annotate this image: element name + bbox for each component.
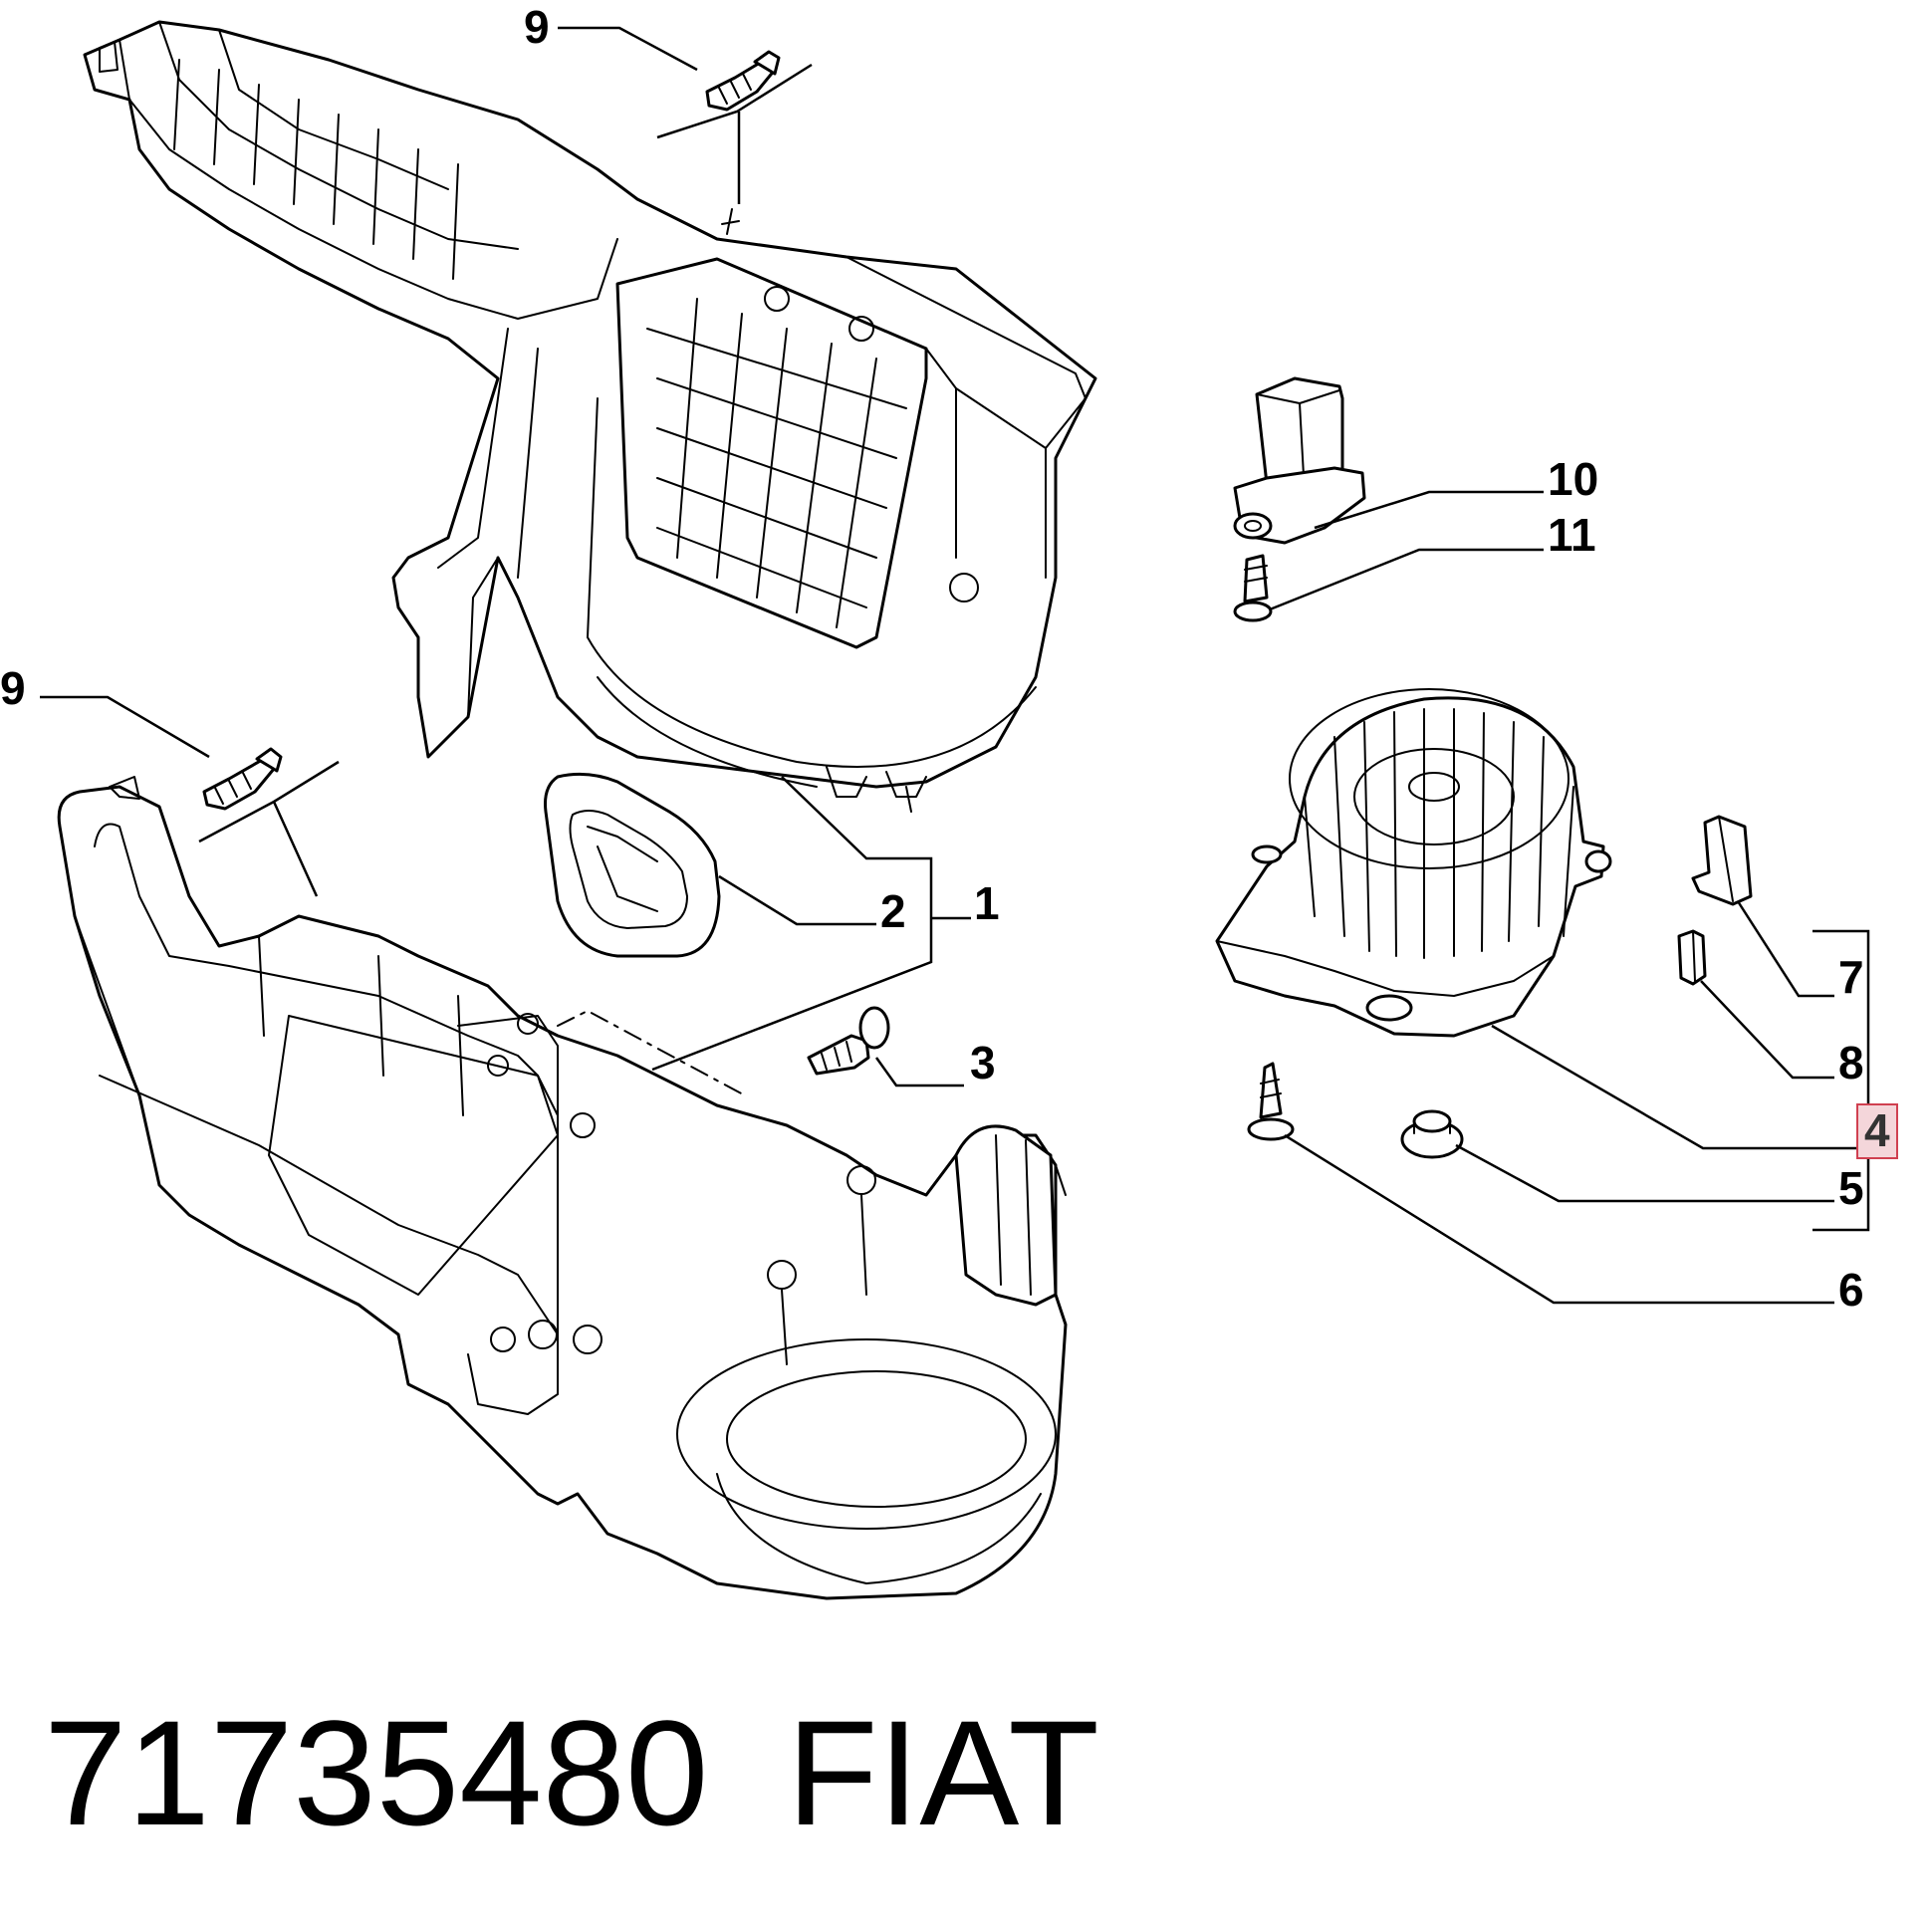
callout-8: 8: [1838, 1037, 1864, 1088]
callout-9-left: 9: [0, 662, 26, 714]
resistor-module-10-drawing: [1233, 376, 1366, 545]
callout-7: 7: [1838, 951, 1864, 1003]
leader-lines: [40, 26, 1892, 1305]
upper-housing: [83, 20, 1097, 813]
fastener-9-top-drawing: [705, 50, 781, 112]
screw-11-drawing: [1233, 554, 1273, 622]
callout-2: 2: [880, 885, 906, 937]
callout-10: 10: [1548, 453, 1599, 505]
callout-5: 5: [1838, 1162, 1864, 1214]
callout-4-highlighted: 4: [1856, 1103, 1898, 1159]
grommet-5-drawing: [1400, 1109, 1464, 1159]
seal-gasket: [544, 772, 721, 958]
fastener-9-left-drawing: [202, 747, 283, 811]
brand-caption: FIAT: [787, 1689, 1099, 1856]
blower-motor-4-drawing: [1215, 688, 1612, 1038]
callout-11: 11: [1548, 509, 1596, 561]
lower-housing: [57, 776, 1068, 1600]
clip-7-drawing: [1691, 815, 1753, 906]
callout-1: 1: [974, 877, 1000, 929]
screw-3-drawing: [807, 1006, 890, 1076]
callout-3: 3: [970, 1037, 996, 1088]
callout-6: 6: [1838, 1264, 1864, 1316]
callout-9-top: 9: [524, 1, 550, 53]
screw-6-drawing: [1247, 1062, 1295, 1141]
pad-8-drawing: [1677, 929, 1707, 986]
part-number-caption: 71735480: [44, 1689, 709, 1856]
